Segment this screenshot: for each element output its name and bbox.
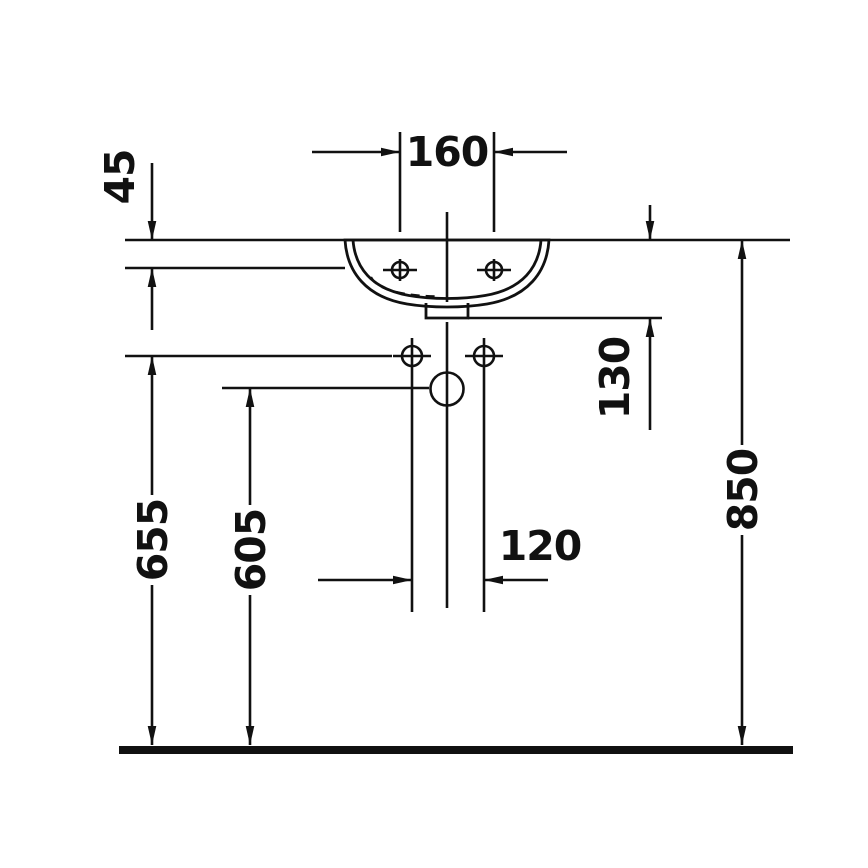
arrowhead bbox=[147, 268, 157, 287]
dim-120-value: 120 bbox=[499, 522, 582, 570]
dimension-605: 605 bbox=[227, 388, 275, 745]
fixing-hole-left bbox=[393, 344, 431, 368]
arrowhead bbox=[147, 356, 157, 375]
hidden-overflow-dashed-line bbox=[370, 276, 439, 298]
arrowhead bbox=[737, 240, 747, 259]
dimension-850: 850 bbox=[719, 240, 767, 745]
dimension-160: 160 bbox=[312, 128, 567, 232]
arrowhead bbox=[393, 575, 412, 585]
arrowhead bbox=[147, 221, 157, 240]
drain-pipe-circle bbox=[429, 371, 465, 407]
drain-outlet bbox=[424, 303, 470, 320]
dimension-45: 45 bbox=[96, 149, 157, 330]
fixing-hole-right bbox=[465, 344, 503, 368]
text-mask bbox=[129, 495, 175, 585]
arrowhead bbox=[147, 726, 157, 745]
dim-160-value: 160 bbox=[406, 128, 489, 176]
arrowhead bbox=[484, 575, 503, 585]
dimension-120: 120 bbox=[318, 522, 582, 585]
dimension-655: 655 bbox=[129, 356, 177, 745]
arrowhead bbox=[645, 318, 655, 337]
arrowhead bbox=[381, 147, 400, 157]
text-mask bbox=[227, 505, 273, 595]
dim-605-value: 605 bbox=[227, 509, 275, 592]
arrowhead bbox=[737, 726, 747, 745]
dim-45-value: 45 bbox=[96, 149, 144, 204]
dim-130-value: 130 bbox=[591, 337, 639, 420]
tap-hole-left bbox=[383, 259, 417, 281]
tap-hole-right bbox=[477, 259, 511, 281]
wall-connections bbox=[393, 322, 503, 612]
basin-front-view bbox=[343, 212, 551, 320]
dim-655-value: 655 bbox=[129, 499, 177, 582]
reference-lines bbox=[119, 238, 793, 754]
arrowhead bbox=[494, 147, 513, 157]
dimension-130: 130 bbox=[591, 205, 655, 430]
dim-850-value: 850 bbox=[719, 449, 767, 532]
arrowhead bbox=[245, 726, 255, 745]
floor-line bbox=[119, 746, 793, 754]
text-mask bbox=[719, 445, 765, 535]
arrowhead bbox=[645, 221, 655, 240]
arrowhead bbox=[245, 388, 255, 407]
